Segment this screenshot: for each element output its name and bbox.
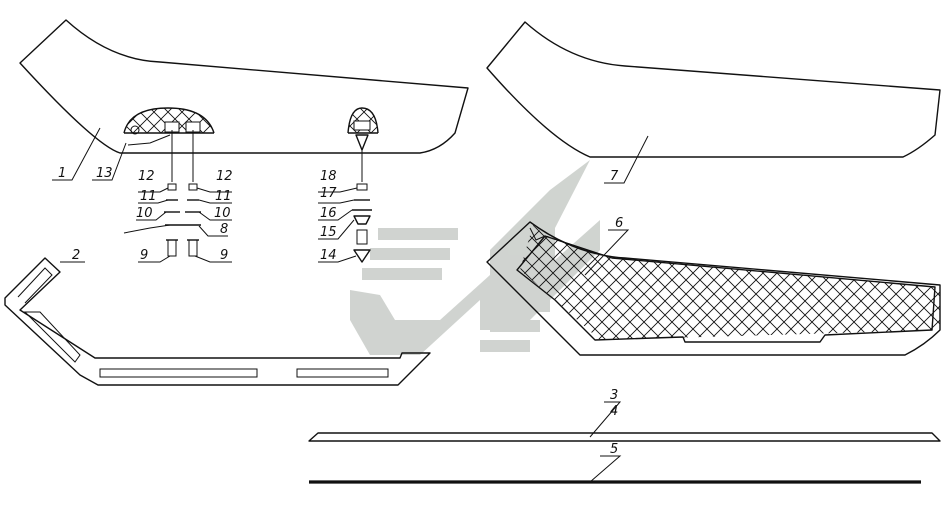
callout-9-right: 9 xyxy=(220,248,228,263)
callout-12-right: 12 xyxy=(216,169,233,184)
watermark-logo xyxy=(350,160,600,355)
callout-17: 17 xyxy=(320,186,337,201)
callout-5: 5 xyxy=(610,442,618,457)
callout-15: 15 xyxy=(320,225,337,240)
callout-13: 13 xyxy=(96,166,113,181)
seat-pan-part-2 xyxy=(4,257,431,386)
callout-14: 14 xyxy=(320,248,337,263)
callout-4: 4 xyxy=(610,404,618,419)
callout-10-right: 10 xyxy=(214,206,231,221)
fastener-stack-right xyxy=(352,183,372,263)
callout-7: 7 xyxy=(610,169,619,184)
leader-lines xyxy=(52,127,649,483)
callout-11-right: 11 xyxy=(215,189,232,204)
callout-9-left: 9 xyxy=(140,248,148,263)
callout-18: 18 xyxy=(320,169,337,184)
callout-3: 3 xyxy=(610,388,618,403)
strip-parts-3-4 xyxy=(308,432,941,442)
callout-1: 1 xyxy=(58,166,66,181)
callout-11-left: 11 xyxy=(140,189,157,204)
callout-labels: 1 2 3 4 5 6 7 8 9 9 10 10 11 11 12 12 13… xyxy=(58,166,623,457)
callout-10-left: 10 xyxy=(136,206,153,221)
callout-8: 8 xyxy=(220,222,228,237)
seat-cushion-part-7 xyxy=(486,21,941,158)
seat-cushion-part-1 xyxy=(19,19,469,182)
seat-cover-part-6 xyxy=(486,221,941,356)
callout-2: 2 xyxy=(72,248,80,263)
callout-12-left: 12 xyxy=(138,169,155,184)
callout-6: 6 xyxy=(615,216,623,231)
fastener-stack-left xyxy=(123,183,201,257)
callout-16: 16 xyxy=(320,206,337,221)
